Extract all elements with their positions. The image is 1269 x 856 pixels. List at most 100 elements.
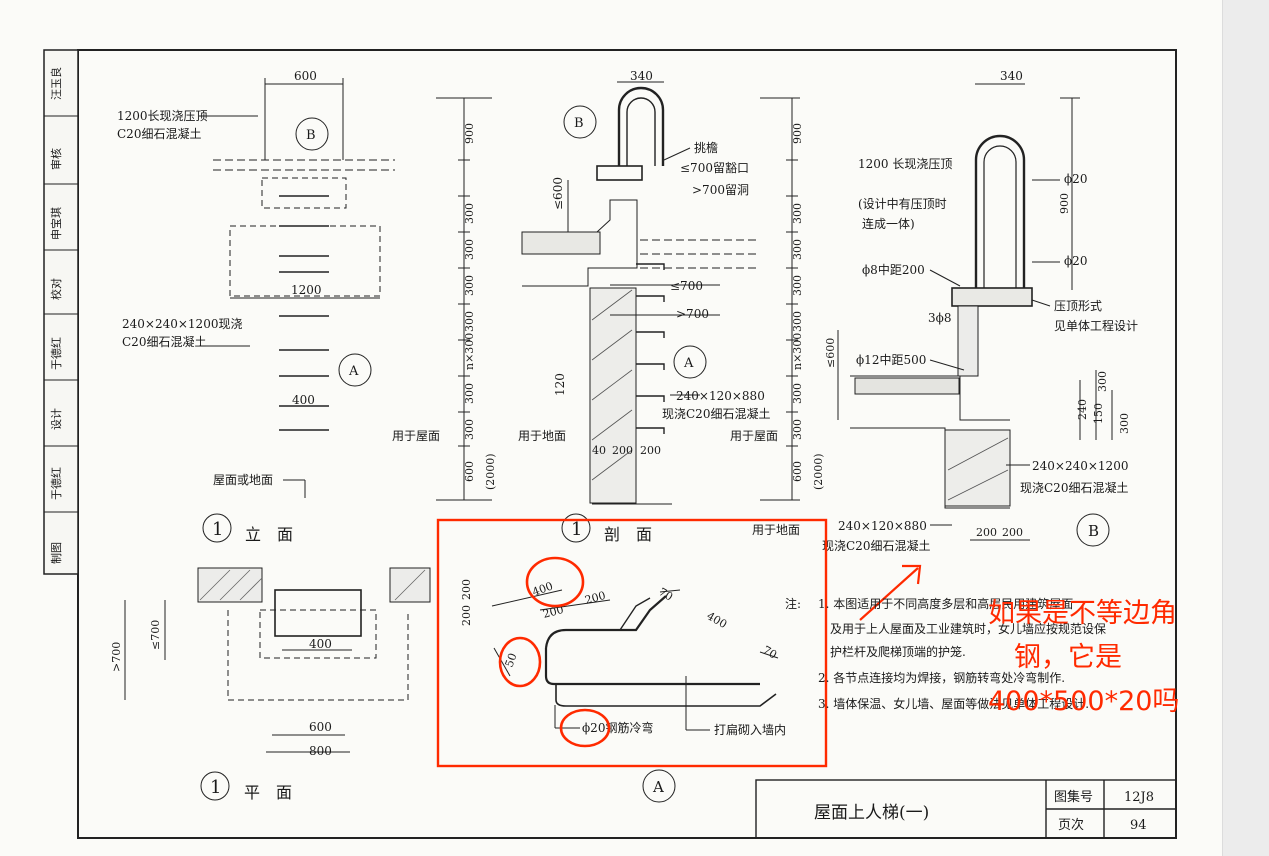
sec-ref-a: A <box>683 356 694 371</box>
elev-v-300a: 300 <box>463 203 476 224</box>
sec-label-700b: >700留洞 <box>692 183 749 197</box>
elev-v-300b: 300 <box>463 239 476 260</box>
sec-v-300f: 300 <box>791 419 804 440</box>
elev-label-block-1: 240×240×1200现浇 <box>122 317 242 331</box>
a-label-wall: 打扁砌入墙内 <box>714 723 786 737</box>
b-label-cap-1: 1200 长现浇压顶 <box>858 157 952 171</box>
sec-label-block-1: 240×120×880 <box>676 389 765 403</box>
a-dim-200b: 200 <box>583 589 607 607</box>
red-highlight-box <box>436 518 828 768</box>
plan-dim-200b: 200 <box>460 605 473 626</box>
sec-v-900: 900 <box>791 123 804 144</box>
b-dim-240: 240 <box>1076 399 1089 420</box>
sec-v-300c: 300 <box>791 275 804 296</box>
elev-dim-600: 600 <box>294 69 317 83</box>
b-label-block-1: 240×240×1200 <box>1032 459 1128 473</box>
elev-ground-label: 屋面或地面 <box>213 473 273 487</box>
sig-role-8: 制图 <box>50 542 63 564</box>
sec-label-700a: ≤700留豁口 <box>680 160 749 175</box>
a-dim-200a: 200 <box>541 603 565 621</box>
elev-label-cap-1: 1200长现浇压顶 <box>117 109 208 123</box>
sec-v-300b: 300 <box>791 239 804 260</box>
a-title: A <box>652 778 664 796</box>
b-dim-300b: 300 <box>1118 413 1131 434</box>
a-dim-400b: 400 <box>705 609 730 631</box>
elev-v-nx300: n×300 <box>463 333 476 370</box>
plan-title: 平 面 <box>244 783 292 802</box>
sig-role-5: 于德红 <box>49 337 63 370</box>
signature-block <box>43 49 79 575</box>
elev-for-roof: 用于屋面 <box>392 429 440 443</box>
sig-role-6: 设计 <box>50 408 63 430</box>
sec-dim-600: ≤600 <box>551 177 565 210</box>
plan-view <box>124 567 431 801</box>
sig-role-7: 于德红 <box>49 467 63 500</box>
sec-for-roof: 用于屋面 <box>730 429 778 443</box>
elev-dim-1200: 1200 <box>291 283 322 297</box>
note-1-line-1: 1. 本图适用于不同高度多层和高层民用建筑屋面 <box>818 596 1073 611</box>
sec-title-num: 1 <box>571 519 582 540</box>
section-view <box>521 81 800 543</box>
b-label-block2-2: 现浇C20细石混凝土 <box>822 538 930 553</box>
elev-v-600: 600 <box>463 461 476 482</box>
elev-title-num: 1 <box>212 519 223 540</box>
sec-for-ground: 用于地面 <box>752 523 800 537</box>
plan-dim-gt700: >700 <box>110 642 123 672</box>
b-dim-300a: 300 <box>1096 371 1109 392</box>
sec-v-nx300: n×300 <box>791 333 804 370</box>
sec-dim-340: 340 <box>630 69 653 83</box>
sec-v-300d: 300 <box>791 311 804 332</box>
page-value: 94 <box>1130 818 1147 833</box>
note-1-line-2: 及用于上人屋面及工业建筑时，女儿墙应按规范设保 <box>830 621 1106 636</box>
sec-ref-b: B <box>574 116 584 131</box>
elevation-view <box>199 78 492 543</box>
atlas-label: 图集号 <box>1054 789 1093 805</box>
detail-a-view <box>491 589 779 803</box>
plan-dim-le700: ≤700 <box>149 620 162 650</box>
b-label-cap-2: (设计中有压顶时 <box>858 196 947 211</box>
note-1-line-3: 护栏杆及爬梯顶端的护笼. <box>830 644 966 659</box>
b-dim-600: ≤600 <box>824 338 837 368</box>
sec-v-2000: (2000) <box>812 453 825 490</box>
viewer-scrollbar[interactable] <box>1222 0 1269 856</box>
sec-label-pick: 挑檐 <box>694 141 718 155</box>
red-markup <box>436 518 922 768</box>
elev-v-2000: (2000) <box>484 453 497 490</box>
elev-label-cap-2: C20细石混凝土 <box>117 126 201 141</box>
b-dim-200a: 200 <box>976 526 997 539</box>
b-label-3phi8: 3ϕ8 <box>928 311 951 325</box>
sec-dim-40: 40 <box>592 444 606 457</box>
b-label-block-2: 现浇C20细石混凝土 <box>1020 480 1128 495</box>
b-dim-200b: 200 <box>1002 526 1023 539</box>
elev-v-300c: 300 <box>463 275 476 296</box>
sec-le700: ≤700 <box>670 279 703 293</box>
sig-role-3: 申宝琪 <box>49 207 63 240</box>
sig-role-4: 校对 <box>49 278 63 300</box>
sec-v-300a: 300 <box>791 203 804 224</box>
elev-v-300f: 300 <box>463 419 476 440</box>
elev-for-ground: 用于地面 <box>518 429 566 443</box>
red-circle-phi20 <box>559 708 611 748</box>
red-circle-400 <box>525 556 585 608</box>
red-arrow-head <box>902 564 922 585</box>
elev-ref-b: B <box>306 128 316 143</box>
annotation-line-2: 钢，它是 <box>1014 642 1122 673</box>
a-label-bar: ϕ20钢筋冷弯 <box>582 720 653 735</box>
b-label-block2-1: 240×120×880 <box>838 519 927 533</box>
page-label: 页次 <box>1058 817 1084 833</box>
annotation-line-1: 如果是不等边角 <box>988 598 1177 629</box>
note-2: 2. 各节点连接均为焊接，钢筋转弯处冷弯制作. <box>818 670 1065 685</box>
b-dim-900: 900 <box>1058 193 1071 214</box>
elev-title: 立 面 <box>245 525 293 544</box>
elev-v-300e: 300 <box>463 383 476 404</box>
sec-v-600: 600 <box>791 461 804 482</box>
a-dim-70b: 70 <box>761 643 780 661</box>
b-label-phi8: ϕ8中距200 <box>862 262 925 277</box>
sig-role-2: 审核 <box>49 148 63 170</box>
elev-dim-400: 400 <box>292 393 315 407</box>
plan-dim-600: 600 <box>309 720 332 734</box>
b-dim-150: 150 <box>1092 403 1105 424</box>
plan-dim-400: 400 <box>309 637 332 651</box>
b-label-form-1: 压顶形式 <box>1054 299 1102 313</box>
